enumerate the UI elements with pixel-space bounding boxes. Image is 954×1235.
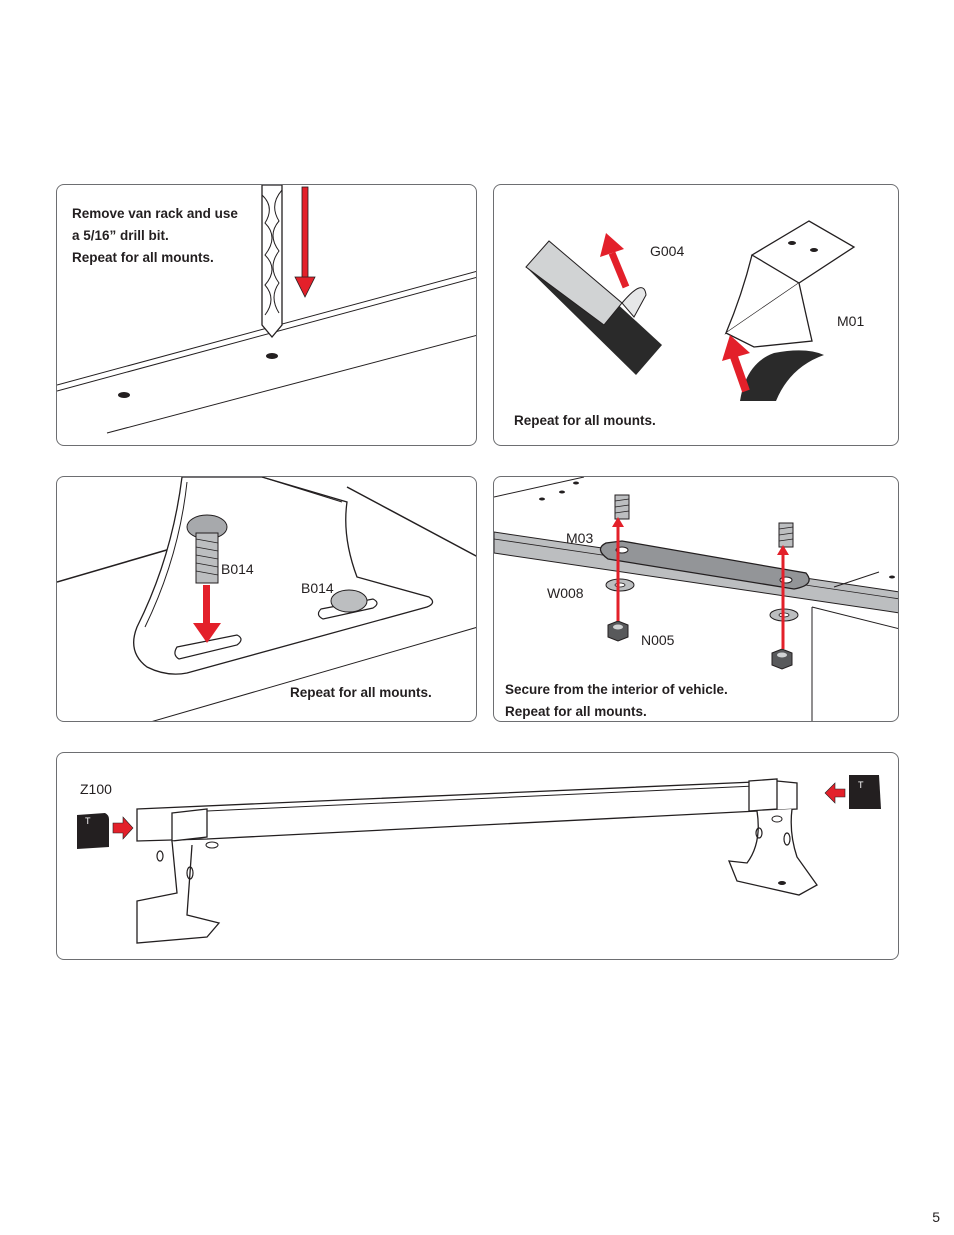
plate-instructions: Secure from the interior of vehicle. Rep… <box>505 679 728 721</box>
instruction-line: a 5/16” drill bit. <box>72 228 169 243</box>
rack-mount-left-icon <box>136 808 221 944</box>
instruction-line: Repeat for all mounts. <box>505 704 647 719</box>
drill-instructions: Remove van rack and use a 5/16” drill bi… <box>72 203 238 269</box>
part-label-b014: B014 <box>221 561 254 577</box>
rack-mount-right-icon <box>727 778 818 896</box>
drill-hole <box>266 353 278 359</box>
tape-instruction: Repeat for all mounts. <box>514 413 656 428</box>
part-label-w008: W008 <box>547 585 584 601</box>
up-arrow-icon <box>722 335 750 393</box>
tape-strip-icon <box>525 240 662 375</box>
part-label-n005: N005 <box>641 632 675 648</box>
end-cap-left-icon <box>77 813 109 849</box>
part-label-b014: B014 <box>301 580 334 596</box>
drill-bit-icon <box>261 185 283 339</box>
instruction-line: Remove van rack and use <box>72 206 238 221</box>
page-number: 5 <box>932 1209 940 1225</box>
part-label-m01: M01 <box>837 313 865 329</box>
end-cap-mark: T <box>858 780 864 790</box>
step-rack-panel: T T Z100 <box>56 752 899 960</box>
nut-icon <box>607 620 629 642</box>
up-arrow-icon <box>600 233 630 289</box>
instruction-line: Secure from the interior of vehicle. <box>505 682 728 697</box>
tape-illustration <box>525 220 856 401</box>
end-cap-mark: T <box>85 816 91 826</box>
end-cap-right-icon <box>849 775 881 809</box>
carriage-bolt-icon <box>186 514 228 584</box>
plate-illustration <box>494 477 898 721</box>
up-arrow-icon <box>777 545 789 649</box>
instruction-line: Repeat for all mounts. <box>72 250 214 265</box>
screw-icon <box>614 494 630 520</box>
drill-hole <box>118 392 130 398</box>
step-bolt-panel: B014 B014 Repeat for all mounts. <box>56 476 477 722</box>
mount-bracket-icon <box>724 220 856 401</box>
drill-illustration <box>57 185 476 434</box>
down-arrow-icon <box>193 585 221 643</box>
washer-icon <box>605 578 635 592</box>
part-label-g004: G004 <box>650 243 685 259</box>
up-arrow-icon <box>612 517 624 621</box>
part-label-z100: Z100 <box>80 781 112 797</box>
crossbar-icon <box>136 780 798 842</box>
bolt-instruction: Repeat for all mounts. <box>290 685 432 700</box>
nut-icon <box>771 648 793 670</box>
bolt-illustration <box>57 477 476 721</box>
rack-illustration <box>77 775 881 944</box>
step-drill-panel: Remove van rack and use a 5/16” drill bi… <box>56 184 477 446</box>
step-plate-panel: M03 W008 N005 Secure from the interior o… <box>493 476 899 722</box>
down-arrow-icon <box>294 186 316 298</box>
screw-icon <box>778 522 794 548</box>
right-arrow-icon <box>112 816 134 840</box>
mount-bracket-icon <box>133 477 434 675</box>
carriage-bolt-head-icon <box>330 589 368 613</box>
left-arrow-icon <box>824 782 846 804</box>
step-tape-panel: G004 M01 Repeat for all mounts. <box>493 184 899 446</box>
part-label-m03: M03 <box>566 530 594 546</box>
